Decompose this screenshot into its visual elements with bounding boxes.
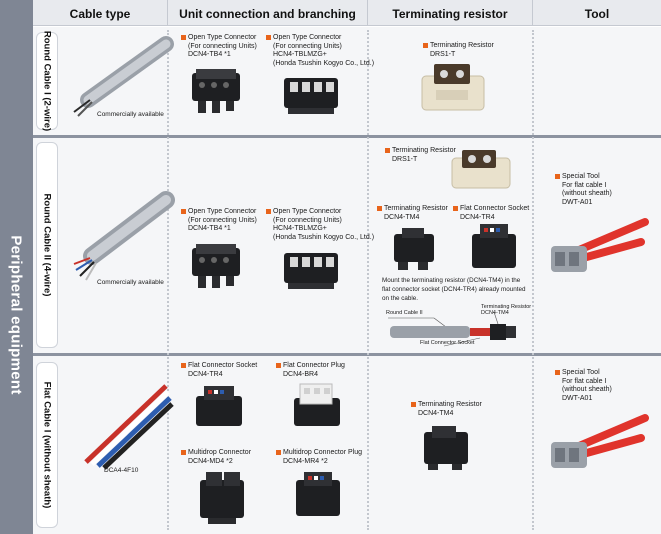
flat-connector-plug-image — [294, 383, 340, 426]
bullet-square — [276, 450, 281, 455]
terminating-resistor-image — [451, 150, 511, 189]
header-tool: Tool — [584, 7, 610, 21]
row-round-cable-2 — [33, 138, 661, 353]
cable-tab — [36, 362, 58, 528]
plug-label: Flat Connector Plug DCN4-BR4 — [276, 362, 345, 379]
tool-label: Special Tool For flat cable I (without s… — [555, 173, 612, 207]
diagram-socket-label: Flat Connector Socket — [420, 340, 475, 346]
bullet-square — [453, 206, 458, 211]
cable-caption: Commercially available — [97, 111, 164, 118]
bullet-square — [555, 174, 560, 179]
terminator-label: Terminating Resistor DCN4-TM4 — [411, 401, 482, 418]
cable-caption: Commercially available — [97, 279, 164, 286]
terminating-resistor-tm4-image — [424, 426, 468, 470]
bullet-square — [423, 43, 428, 48]
bullet-square — [276, 363, 281, 368]
cable-tab — [36, 32, 58, 130]
bullet-square — [266, 209, 271, 214]
bullet-square — [385, 148, 390, 153]
terminator-label: Terminating Resistor DCN4-TM4 — [377, 205, 448, 222]
cable-name: Flat Cable I (without sheath) — [41, 381, 53, 509]
column-divider — [167, 30, 169, 530]
socket-label: Flat Connector Socket DCN4-TR4 — [453, 205, 529, 222]
open-type-connector-image — [192, 69, 240, 113]
row-round-cable-1 — [33, 27, 661, 135]
multidrop-connector-image — [200, 472, 244, 524]
bullet-square — [555, 370, 560, 375]
cable-name: Round Cable I (2-wire) — [41, 30, 53, 132]
header-cable-type: Cable type — [33, 0, 168, 26]
cable-name: Round Cable II (4-wire) — [41, 193, 53, 297]
bullet-square — [181, 209, 186, 214]
connector-label: Open Type Connector (For connecting Unit… — [266, 34, 374, 68]
multidrop-label: Multidrop Connector DCN4-MD4 *2 — [181, 449, 251, 466]
terminating-resistor-tm4-image — [394, 228, 434, 270]
column-divider — [532, 30, 534, 530]
tool-label: Special Tool For flat cable I (without s… — [555, 369, 612, 403]
special-tool-image — [551, 218, 649, 272]
connector-label: Open Type Connector (For connecting Unit… — [181, 34, 257, 60]
flat-cable-image — [84, 384, 174, 470]
header-terminating-resistor: Terminating resistor — [368, 0, 533, 26]
connector-label: Open Type Connector (For connecting Unit… — [266, 208, 374, 242]
open-type-connector-image — [284, 78, 338, 114]
bullet-square — [181, 450, 186, 455]
bullet-square — [181, 35, 186, 40]
bullet-square — [266, 35, 271, 40]
bullet-square — [377, 206, 382, 211]
bullet-square — [181, 363, 186, 368]
diagram-round-cable-label: Round Cable II — [386, 310, 423, 316]
side-label: Peripheral equipment — [7, 235, 25, 395]
diagram-terminator-label: Terminating Resistor DCN4-TM4 — [481, 304, 532, 316]
multidrop-plug-label: Multidrop Connector Plug DCN4-MR4 *2 — [276, 449, 362, 466]
terminator-label: Terminating Resistor DRS1-T — [423, 42, 494, 59]
sidebar: Peripheral equipment — [0, 0, 33, 534]
column-divider — [367, 30, 369, 530]
cable-caption: DCA4-4F10 — [104, 467, 139, 474]
bullet-square — [411, 402, 416, 407]
table-header: Cable type Unit connection and branching… — [33, 0, 661, 49]
terminating-resistor-image — [421, 64, 485, 111]
flat-connector-socket-image — [472, 224, 516, 268]
connector-label: Open Type Connector (For connecting Unit… — [181, 208, 257, 234]
row-separator — [33, 135, 661, 138]
mounting-note: Mount the terminating resistor (DCN4-TM4… — [382, 277, 526, 302]
round-cable-2wire-image — [73, 36, 174, 117]
multidrop-connector-plug-image — [296, 472, 340, 516]
round-cable-4wire-image — [73, 191, 175, 281]
socket-label: Flat Connector Socket DCN4-TR4 — [181, 362, 257, 379]
terminator-label: Terminating Resistor DRS1-T — [385, 147, 456, 164]
cable-tab — [36, 142, 58, 348]
cable-termination-diagram — [388, 311, 516, 347]
flat-connector-socket-image — [196, 386, 242, 426]
open-type-connector-image — [192, 244, 240, 288]
header-unit-connection: Unit connection and branching connector — [168, 0, 368, 49]
special-tool-image — [551, 414, 649, 468]
row-separator — [33, 353, 661, 356]
open-type-connector-image — [284, 253, 338, 289]
